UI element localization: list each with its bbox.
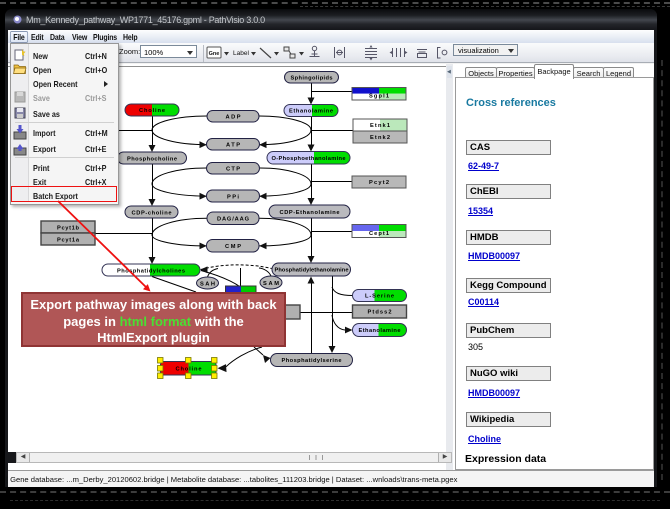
svg-text:ATP: ATP	[226, 143, 240, 149]
svg-text:ADP: ADP	[226, 115, 241, 121]
svg-text:O-Phosphoethanolamine: O-Phosphoethanolamine	[272, 156, 346, 162]
svg-text:Label: Label	[233, 50, 249, 57]
svg-text:DAG/AAG: DAG/AAG	[217, 217, 250, 223]
svg-text:Ethanolamine: Ethanolamine	[359, 328, 401, 334]
svg-text:Choline: Choline	[176, 367, 202, 373]
svg-text:Pcyt2: Pcyt2	[369, 180, 389, 186]
svg-text:Phosphatidylserine: Phosphatidylserine	[282, 358, 342, 364]
svg-text:Sphingolipids: Sphingolipids	[291, 76, 333, 82]
svg-text:Cept1: Cept1	[369, 231, 389, 237]
svg-text:CDP-choline: CDP-choline	[132, 210, 172, 216]
svg-text:L-Serine: L-Serine	[365, 294, 394, 300]
svg-text:Ethanolamine: Ethanolamine	[289, 109, 333, 115]
svg-text:CMP: CMP	[225, 244, 241, 250]
svg-text:Pcyt1a: Pcyt1a	[57, 237, 80, 243]
svg-text:PPi: PPi	[227, 194, 239, 200]
svg-text:Phosphatidylcholines: Phosphatidylcholines	[117, 268, 185, 274]
svg-text:Phosphatidylethanolamine: Phosphatidylethanolamine	[275, 268, 349, 274]
svg-text:Phosphocholine: Phosphocholine	[127, 156, 177, 162]
svg-text:Gne: Gne	[209, 51, 220, 57]
svg-text:CTP: CTP	[226, 167, 240, 173]
svg-text:SAM: SAM	[263, 281, 279, 287]
svg-text:Pcyt1b: Pcyt1b	[57, 225, 80, 231]
svg-text:Sgpl1: Sgpl1	[369, 94, 389, 100]
svg-text:Etnk2: Etnk2	[370, 135, 390, 141]
svg-text:Choline: Choline	[139, 108, 165, 114]
svg-text:SAH: SAH	[200, 281, 215, 287]
svg-text:Ptdss2: Ptdss2	[368, 310, 392, 316]
svg-text:CDP-Ethanolamine: CDP-Ethanolamine	[280, 210, 340, 216]
svg-text:Etnk1: Etnk1	[370, 123, 390, 129]
